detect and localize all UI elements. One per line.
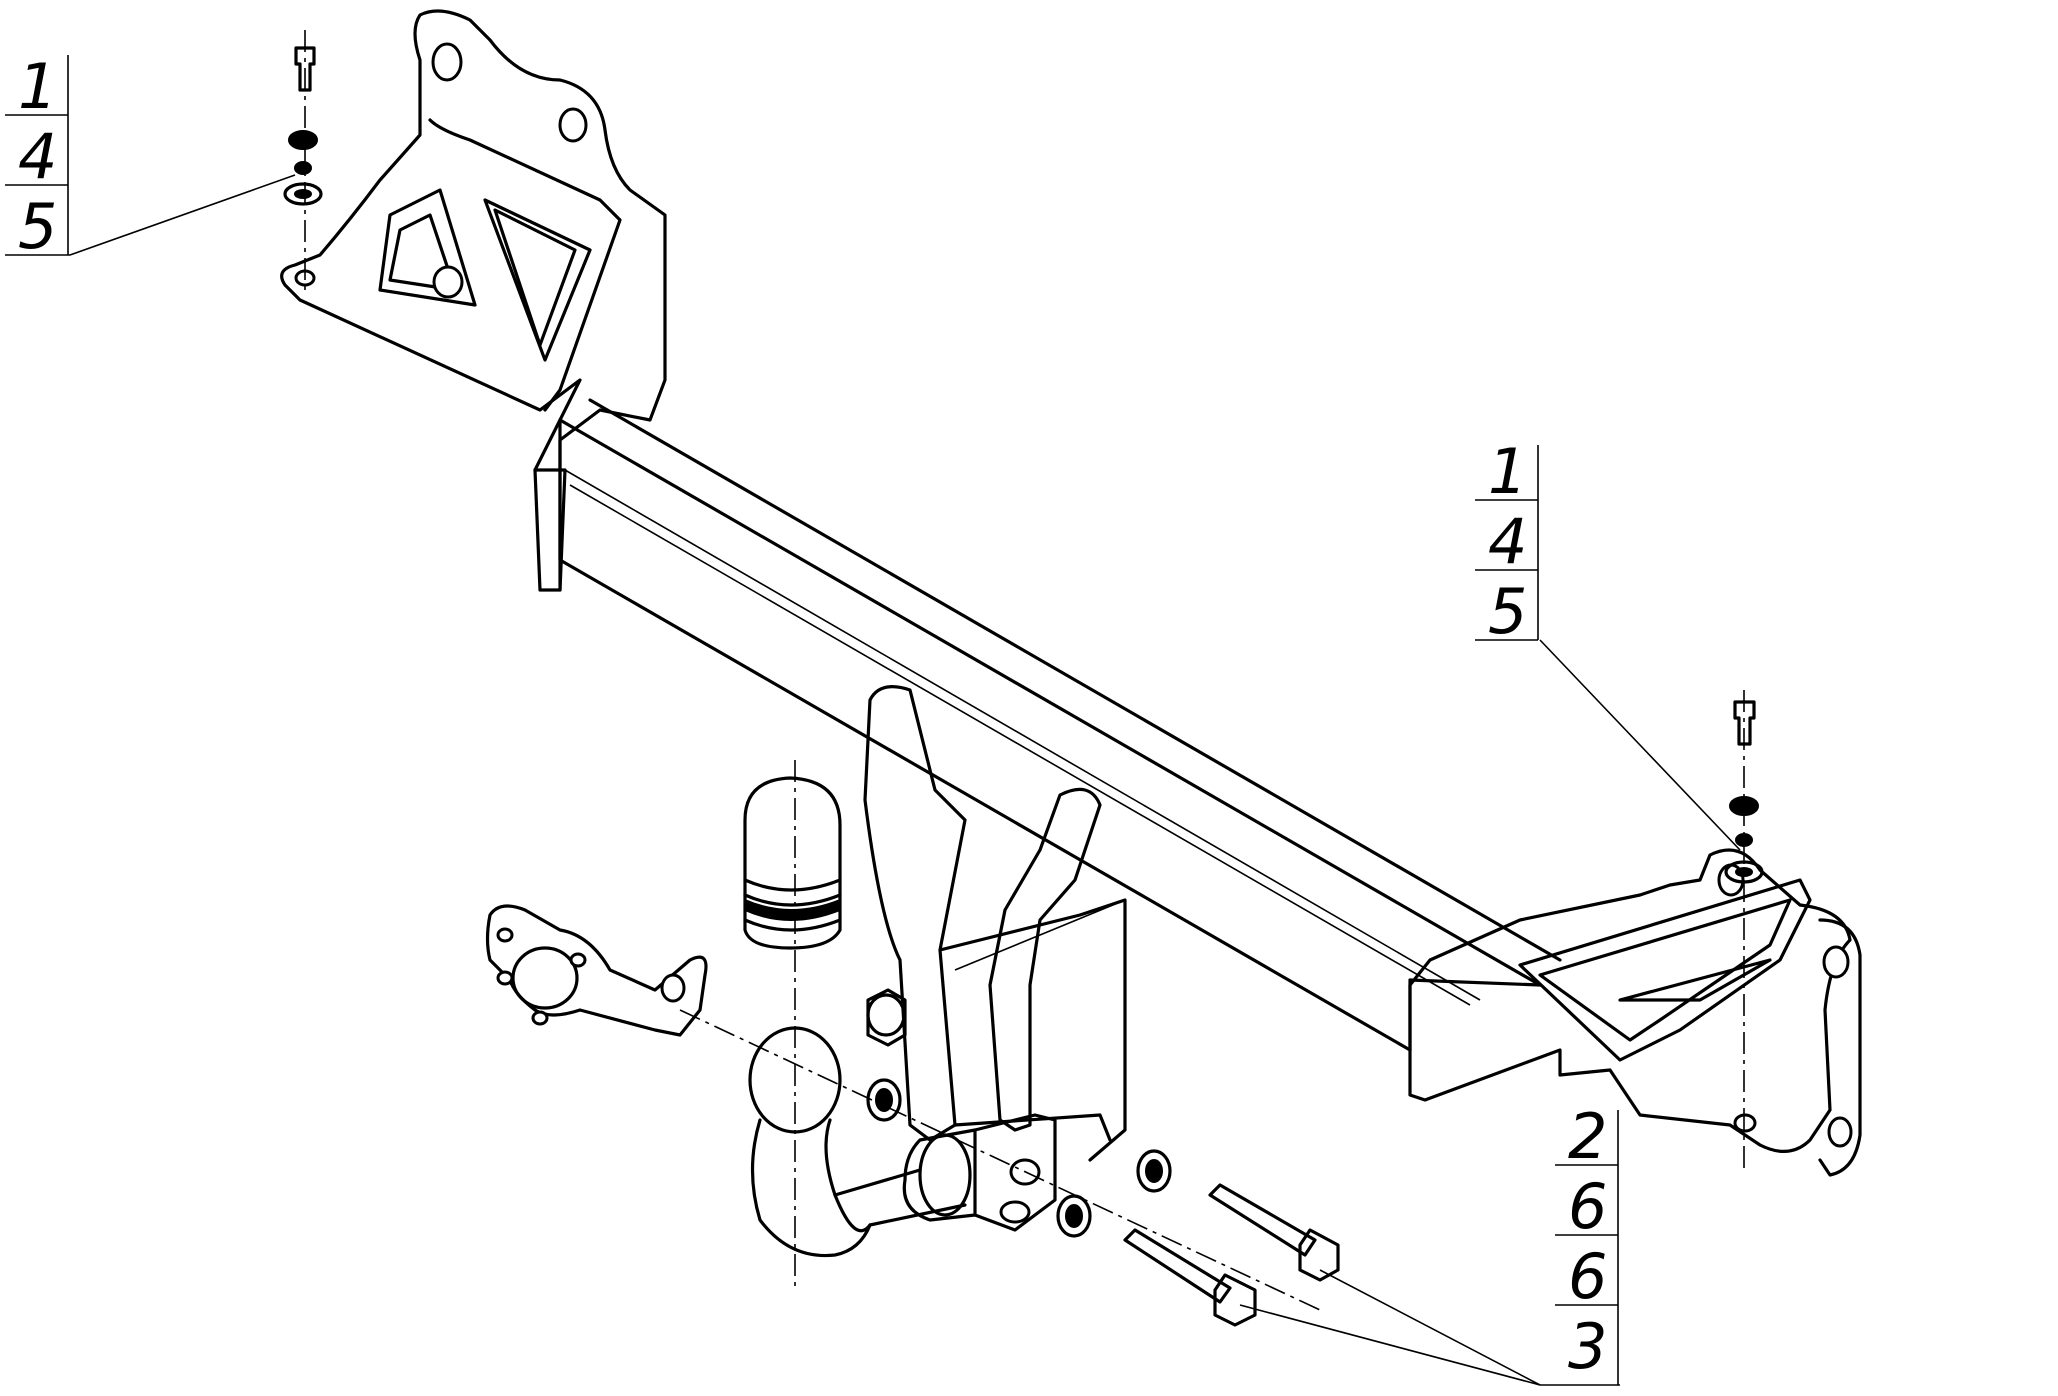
callout-bottom: 2 6 6 3	[1555, 1100, 1618, 1383]
callout-bottom-item-1: 2	[1568, 1100, 1607, 1173]
ball-cap	[743, 776, 842, 950]
tow-ball	[748, 1026, 1057, 1258]
cross-beam	[558, 398, 1562, 1052]
socket-plate	[485, 904, 708, 1037]
left-fastener-stack	[283, 46, 323, 206]
callout-bottom-item-4: 3	[1568, 1310, 1607, 1383]
right-mount-bracket	[1408, 848, 1862, 1177]
callout-left: 1 4 5	[5, 50, 68, 263]
centre-lines	[304, 30, 1745, 1311]
callout-bottom-item-2: 6	[1568, 1170, 1607, 1243]
callout-right-item-3: 5	[1488, 575, 1527, 648]
callout-left-item-3: 5	[18, 190, 57, 263]
left-mount-bracket	[280, 9, 667, 592]
callout-bottom-item-3: 6	[1568, 1240, 1607, 1313]
callout-left-item-2: 4	[18, 120, 57, 193]
right-fastener-stack	[1724, 700, 1764, 884]
leader-lines	[5, 55, 1741, 1386]
centre-fasteners	[866, 988, 1340, 1327]
callout-left-item-1: 1	[18, 50, 57, 123]
callout-right-item-2: 4	[1488, 505, 1527, 578]
callout-right-item-1: 1	[1488, 435, 1527, 508]
callout-right: 1 4 5	[1475, 435, 1538, 648]
